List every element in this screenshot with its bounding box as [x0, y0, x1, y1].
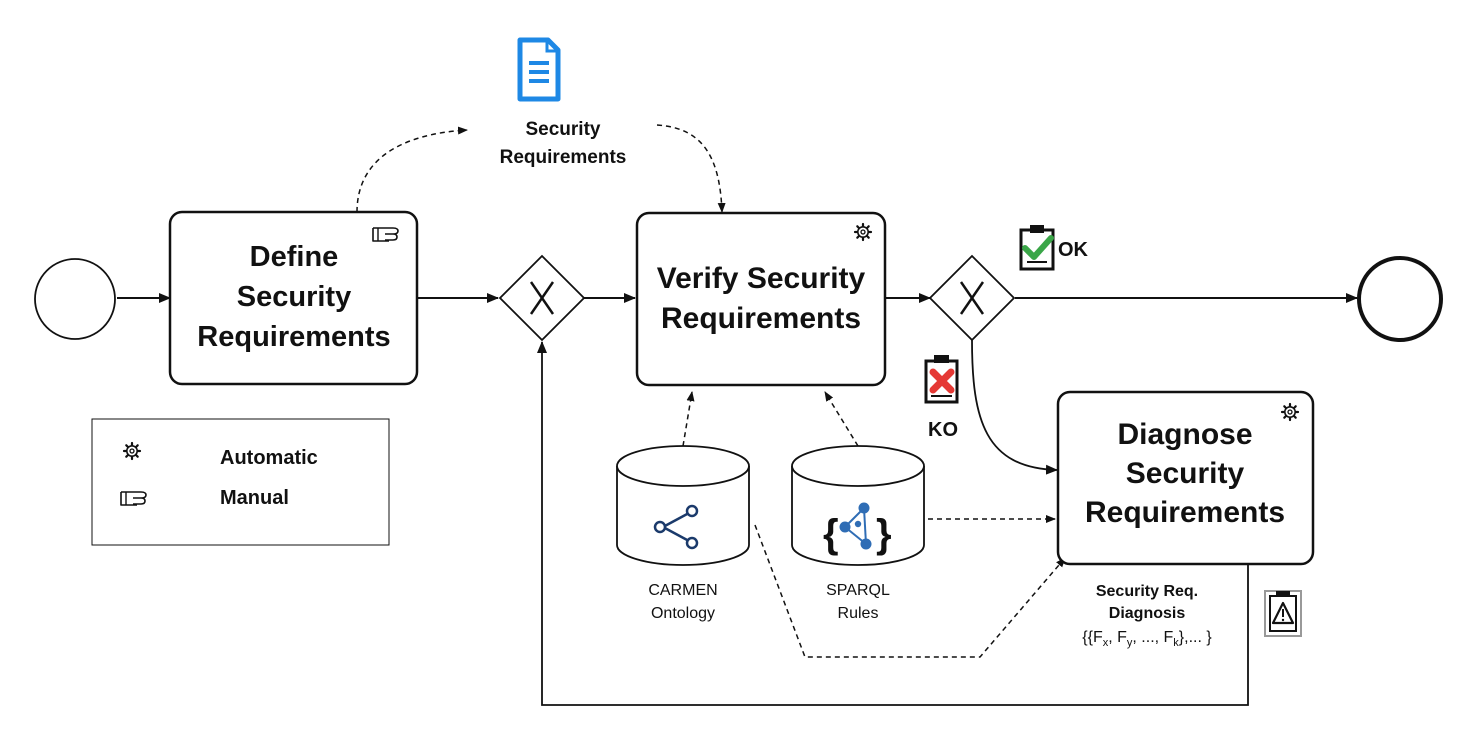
diagnosis-formula: {{Fx, Fy, ..., Fk},... } [1082, 629, 1212, 649]
diagnosis-label-line2: Diagnosis [1109, 605, 1186, 622]
diagnose-label-line2: Security [1126, 457, 1245, 490]
assoc-define-to-document [356, 126, 468, 213]
flow-diagnose-loop-back [537, 341, 1249, 706]
legend-automatic-label: Automatic [220, 447, 318, 469]
assoc-sparql-to-verify [824, 391, 859, 447]
document-label-line1: Security [526, 119, 601, 140]
svg-text:}: } [876, 512, 892, 556]
legend: Automatic Manual [91, 418, 390, 546]
warning-clipboard-icon [1264, 590, 1302, 637]
share-icon [653, 504, 699, 550]
task-define-security-requirements[interactable]: Define Security Requirements [168, 210, 419, 386]
diagnose-label-line1: Diagnose [1117, 418, 1252, 451]
sequence-flows [117, 293, 1358, 706]
sparql-icon: { } [823, 502, 892, 556]
assoc-carmen-to-diagnose [754, 524, 1066, 658]
sparql-label-line1: SPARQL [826, 582, 890, 599]
carmen-label-line2: Ontology [651, 605, 715, 622]
datastore-carmen-ontology[interactable] [616, 445, 750, 566]
ok-label: OK [1058, 239, 1089, 261]
task-diagnose-security-requirements[interactable]: Diagnose Security Requirements [1056, 390, 1315, 566]
svg-text:{: { [823, 512, 839, 556]
document-label-line2: Requirements [500, 147, 627, 168]
diagnosis-label-line1: Security Req. [1096, 583, 1198, 600]
assoc-carmen-to-verify [682, 391, 695, 447]
define-label-line2: Security [237, 281, 351, 313]
end-event[interactable] [1357, 256, 1443, 342]
diagnose-label-line3: Requirements [1085, 496, 1285, 529]
verify-label-line2: Requirements [661, 302, 861, 335]
define-label-line3: Requirements [197, 321, 390, 353]
assoc-document-to-verify [656, 124, 726, 213]
task-verify-security-requirements[interactable]: Verify Security Requirements [635, 211, 887, 387]
carmen-label-line1: CARMEN [648, 582, 717, 599]
data-associations [356, 124, 1066, 658]
verify-label-line1: Verify Security [657, 262, 866, 295]
legend-manual-label: Manual [220, 487, 289, 509]
document-icon [517, 37, 561, 102]
ok-clipboard-icon [1019, 225, 1055, 271]
exclusive-gateway-merge[interactable] [498, 254, 586, 342]
ko-clipboard-icon [924, 355, 959, 404]
define-label-line1: Define [250, 241, 339, 273]
datastore-sparql-rules[interactable]: { } [791, 445, 925, 566]
ko-label: KO [928, 419, 958, 441]
sparql-label-line2: Rules [838, 605, 879, 622]
start-event[interactable] [34, 258, 116, 340]
flow-gateway2-to-diagnose [971, 339, 1058, 475]
exclusive-gateway-split[interactable] [928, 254, 1016, 342]
